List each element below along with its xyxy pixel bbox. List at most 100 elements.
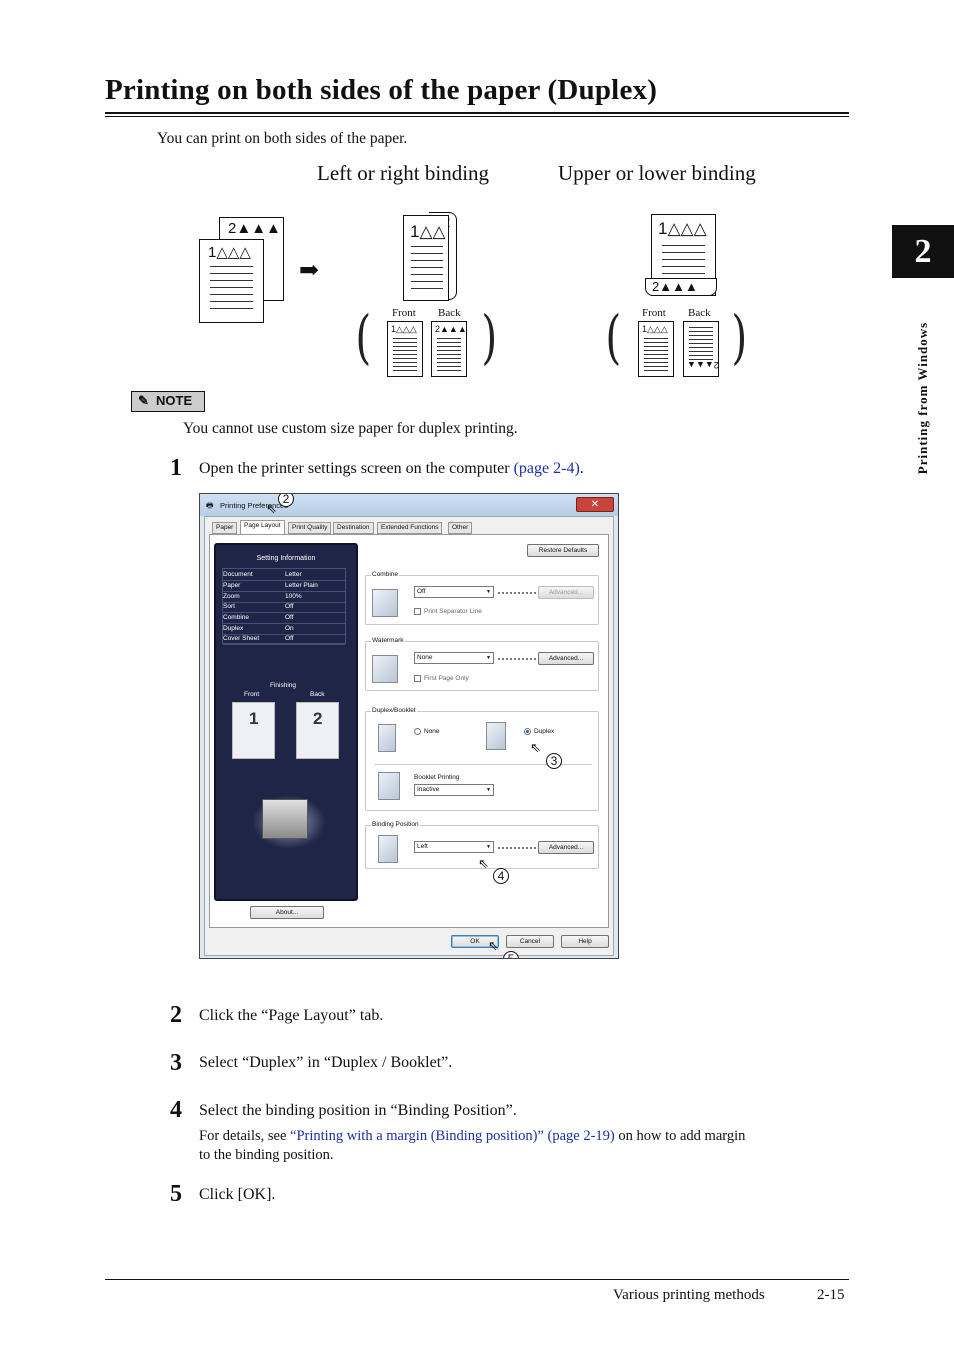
- tab-destination[interactable]: Destination: [333, 522, 374, 534]
- finishing-back-label: Back: [310, 691, 325, 698]
- watermark-label: Watermark: [371, 637, 405, 644]
- footer-rule: [105, 1279, 849, 1280]
- about-button[interactable]: About...: [250, 906, 324, 919]
- printer-body: [262, 799, 308, 839]
- help-button[interactable]: Help: [561, 935, 609, 948]
- cursor-arrow-icon: ⇖: [266, 501, 277, 516]
- duplex-none-icon: [378, 724, 396, 752]
- mini-front-page: 1△△△: [387, 321, 423, 377]
- setting-info-title: Setting Information: [256, 555, 316, 562]
- watermark-group: Watermark None Advanced... First Page On…: [365, 637, 599, 691]
- cursor-arrow-icon: ⇖: [530, 740, 541, 755]
- first-page-only-label: First Page Only: [424, 675, 469, 682]
- pencil-icon: ✎: [138, 393, 149, 408]
- back-label-2: Back: [688, 307, 711, 319]
- title-rule: [105, 112, 849, 114]
- duplex-label: Duplex: [534, 728, 555, 735]
- duplex-booklet-label: Duplex/Booklet: [371, 707, 417, 714]
- combine-group: Combine Off Advanced... Print Separator …: [365, 571, 599, 625]
- footer-section: Various printing methods: [613, 1287, 765, 1303]
- note-badge-label: NOTE: [156, 393, 193, 408]
- watermark-select[interactable]: None: [414, 652, 494, 664]
- step-3-text: Select “Duplex” in “Duplex / Booklet”.: [199, 1054, 453, 1071]
- step-4-text: Select the binding position in “Binding …: [199, 1102, 517, 1119]
- open-paren-2: (: [605, 303, 622, 371]
- step-5-number: 5: [170, 1181, 182, 1207]
- front-label: Front: [392, 307, 416, 319]
- dialog-titlebar: 🖶 Printing Preferences ✕: [200, 494, 618, 516]
- dialog-body: Paper Page Layout Print Quality Destinat…: [204, 516, 614, 956]
- source-page-1: 1△△△: [199, 239, 264, 323]
- combine-advanced-button[interactable]: Advanced...: [538, 586, 594, 599]
- step-5-text: Click [OK].: [199, 1186, 276, 1203]
- back-label: Back: [438, 307, 461, 319]
- page-1-label: 1△△△: [208, 244, 251, 261]
- duplex-none-label: None: [424, 728, 440, 735]
- preview-back-page: 2: [296, 702, 339, 759]
- mini-back-page-upside-down: 2▲▲▲: [683, 321, 719, 377]
- step-3-number: 3: [170, 1050, 182, 1076]
- binding-icon: [378, 835, 398, 863]
- duplex-on-icon: [486, 722, 506, 750]
- arrow-right-icon: ➡: [299, 256, 320, 284]
- page-title: Printing on both sides of the paper (Dup…: [105, 74, 658, 106]
- intro-text: You can print on both sides of the paper…: [157, 130, 408, 147]
- first-page-only-checkbox[interactable]: [414, 675, 421, 682]
- preview-front-page: 1: [232, 702, 275, 759]
- step-2-number: 2: [170, 1002, 182, 1028]
- callout-4: 4: [493, 868, 509, 884]
- binding-position-select[interactable]: Left: [414, 841, 494, 853]
- finishing-front-label: Front: [244, 691, 260, 698]
- step-1-number: 1: [170, 455, 182, 481]
- tab-paper[interactable]: Paper: [212, 522, 238, 534]
- duplex-booklet-group: Duplex/Booklet None Duplex Booklet Print…: [365, 707, 599, 811]
- close-paren: ): [481, 303, 498, 371]
- combine-icon: [372, 589, 398, 617]
- binding-position-group: Binding Position Left Advanced...: [365, 821, 599, 869]
- ok-button[interactable]: OK: [451, 935, 499, 948]
- booklet-printing-select[interactable]: Inactive: [414, 784, 494, 796]
- step-4-detail-line2: to the binding position.: [199, 1147, 334, 1163]
- chapter-side-label: Printing from Windows: [915, 321, 930, 475]
- step-4-detail: For details, see “Printing with a margin…: [199, 1128, 746, 1144]
- title-rule-thin: [105, 116, 849, 117]
- folded-back-page: 2▲▲▲: [645, 278, 717, 296]
- print-separator-checkbox[interactable]: [414, 608, 421, 615]
- binding-position-label: Binding Position: [371, 821, 420, 828]
- watermark-advanced-button[interactable]: Advanced...: [538, 652, 594, 665]
- front-label-2: Front: [642, 307, 666, 319]
- note-badge: ✎ NOTE: [131, 391, 205, 412]
- tab-print-quality[interactable]: Print Quality: [288, 522, 332, 534]
- printer-icon: 🖶: [206, 501, 214, 510]
- watermark-icon: [372, 655, 398, 683]
- combine-select[interactable]: Off: [414, 586, 494, 598]
- page-2-4-link[interactable]: (page 2-4): [513, 460, 580, 477]
- tab-other[interactable]: Other: [448, 522, 473, 534]
- combine-label: Combine: [371, 571, 400, 578]
- close-button[interactable]: ✕: [576, 497, 614, 512]
- cursor-arrow-icon: ⇖: [478, 856, 489, 871]
- callout-2: 2: [278, 494, 294, 507]
- footer-page-number: 2-15: [817, 1287, 845, 1303]
- step-2-text: Click the “Page Layout” tab.: [199, 1007, 384, 1024]
- duplex-radio[interactable]: [524, 728, 531, 735]
- mini-back-page: 2▲▲▲: [431, 321, 467, 377]
- tab-extended-functions[interactable]: Extended Functions: [377, 522, 443, 534]
- binding-advanced-button[interactable]: Advanced...: [538, 841, 594, 854]
- close-paren-2: ): [731, 303, 748, 371]
- cursor-arrow-icon: ⇖: [488, 938, 499, 953]
- duplex-none-radio[interactable]: [414, 728, 421, 735]
- tab-page-layout[interactable]: Page Layout: [240, 520, 285, 535]
- cancel-button[interactable]: Cancel: [506, 935, 554, 948]
- step-4-number: 4: [170, 1097, 182, 1123]
- mini-front-page-2: 1△△△: [638, 321, 674, 377]
- binding-position-link[interactable]: “Printing with a margin (Binding positio…: [290, 1128, 615, 1144]
- restore-defaults-button[interactable]: Restore Defaults: [527, 544, 599, 557]
